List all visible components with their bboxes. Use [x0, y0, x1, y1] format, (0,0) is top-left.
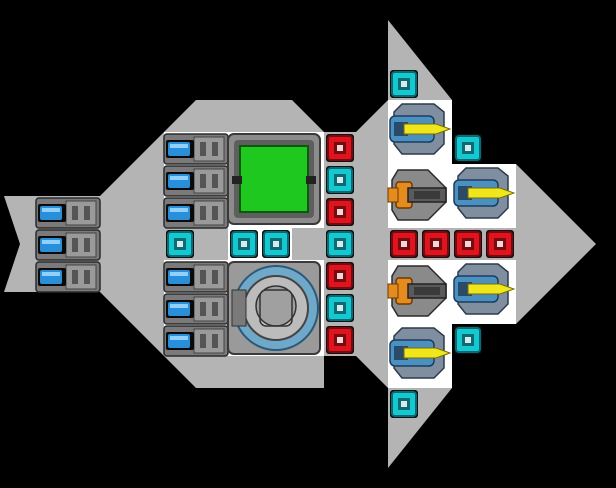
thruster-icon[interactable] [163, 261, 229, 293]
thruster-icon[interactable] [163, 133, 229, 165]
corridor-tile [196, 228, 228, 260]
thruster-icon[interactable] [35, 197, 101, 229]
armor-block-cyan-icon[interactable] [166, 230, 194, 258]
hull-plate [4, 196, 36, 292]
armor-block-cyan-icon[interactable] [262, 230, 290, 258]
cockpit-icon[interactable] [227, 133, 321, 225]
hull-plate [356, 100, 388, 388]
laser-turret-icon[interactable] [453, 263, 516, 315]
armor-block-cyan-icon[interactable] [326, 230, 354, 258]
armor-block-red-icon[interactable] [326, 134, 354, 162]
armor-block-cyan-icon[interactable] [390, 390, 418, 418]
thruster-icon[interactable] [35, 229, 101, 261]
thruster-icon[interactable] [163, 197, 229, 229]
armor-block-red-icon[interactable] [326, 326, 354, 354]
hull-plate [100, 132, 164, 356]
thruster-icon[interactable] [35, 261, 101, 293]
reactor-icon[interactable] [227, 261, 321, 355]
armor-block-red-icon[interactable] [326, 262, 354, 290]
armor-block-red-icon[interactable] [454, 230, 482, 258]
thruster-icon[interactable] [163, 165, 229, 197]
laser-turret-icon[interactable] [389, 103, 452, 155]
laser-turret-icon[interactable] [389, 327, 452, 379]
laser-turret-icon[interactable] [453, 167, 516, 219]
armor-block-cyan-icon[interactable] [390, 70, 418, 98]
armor-block-cyan-icon[interactable] [454, 326, 482, 354]
armor-block-cyan-icon[interactable] [454, 134, 482, 162]
armor-block-red-icon[interactable] [422, 230, 450, 258]
corridor-tile [292, 228, 324, 260]
thruster-icon[interactable] [163, 293, 229, 325]
armor-block-cyan-icon[interactable] [230, 230, 258, 258]
armor-block-cyan-icon[interactable] [326, 166, 354, 194]
armor-block-red-icon[interactable] [486, 230, 514, 258]
thruster-icon[interactable] [163, 325, 229, 357]
armor-block-red-icon[interactable] [390, 230, 418, 258]
cannon-turret-icon[interactable] [387, 265, 447, 317]
armor-block-cyan-icon[interactable] [326, 294, 354, 322]
armor-block-red-icon[interactable] [326, 198, 354, 226]
cannon-turret-icon[interactable] [387, 169, 447, 221]
